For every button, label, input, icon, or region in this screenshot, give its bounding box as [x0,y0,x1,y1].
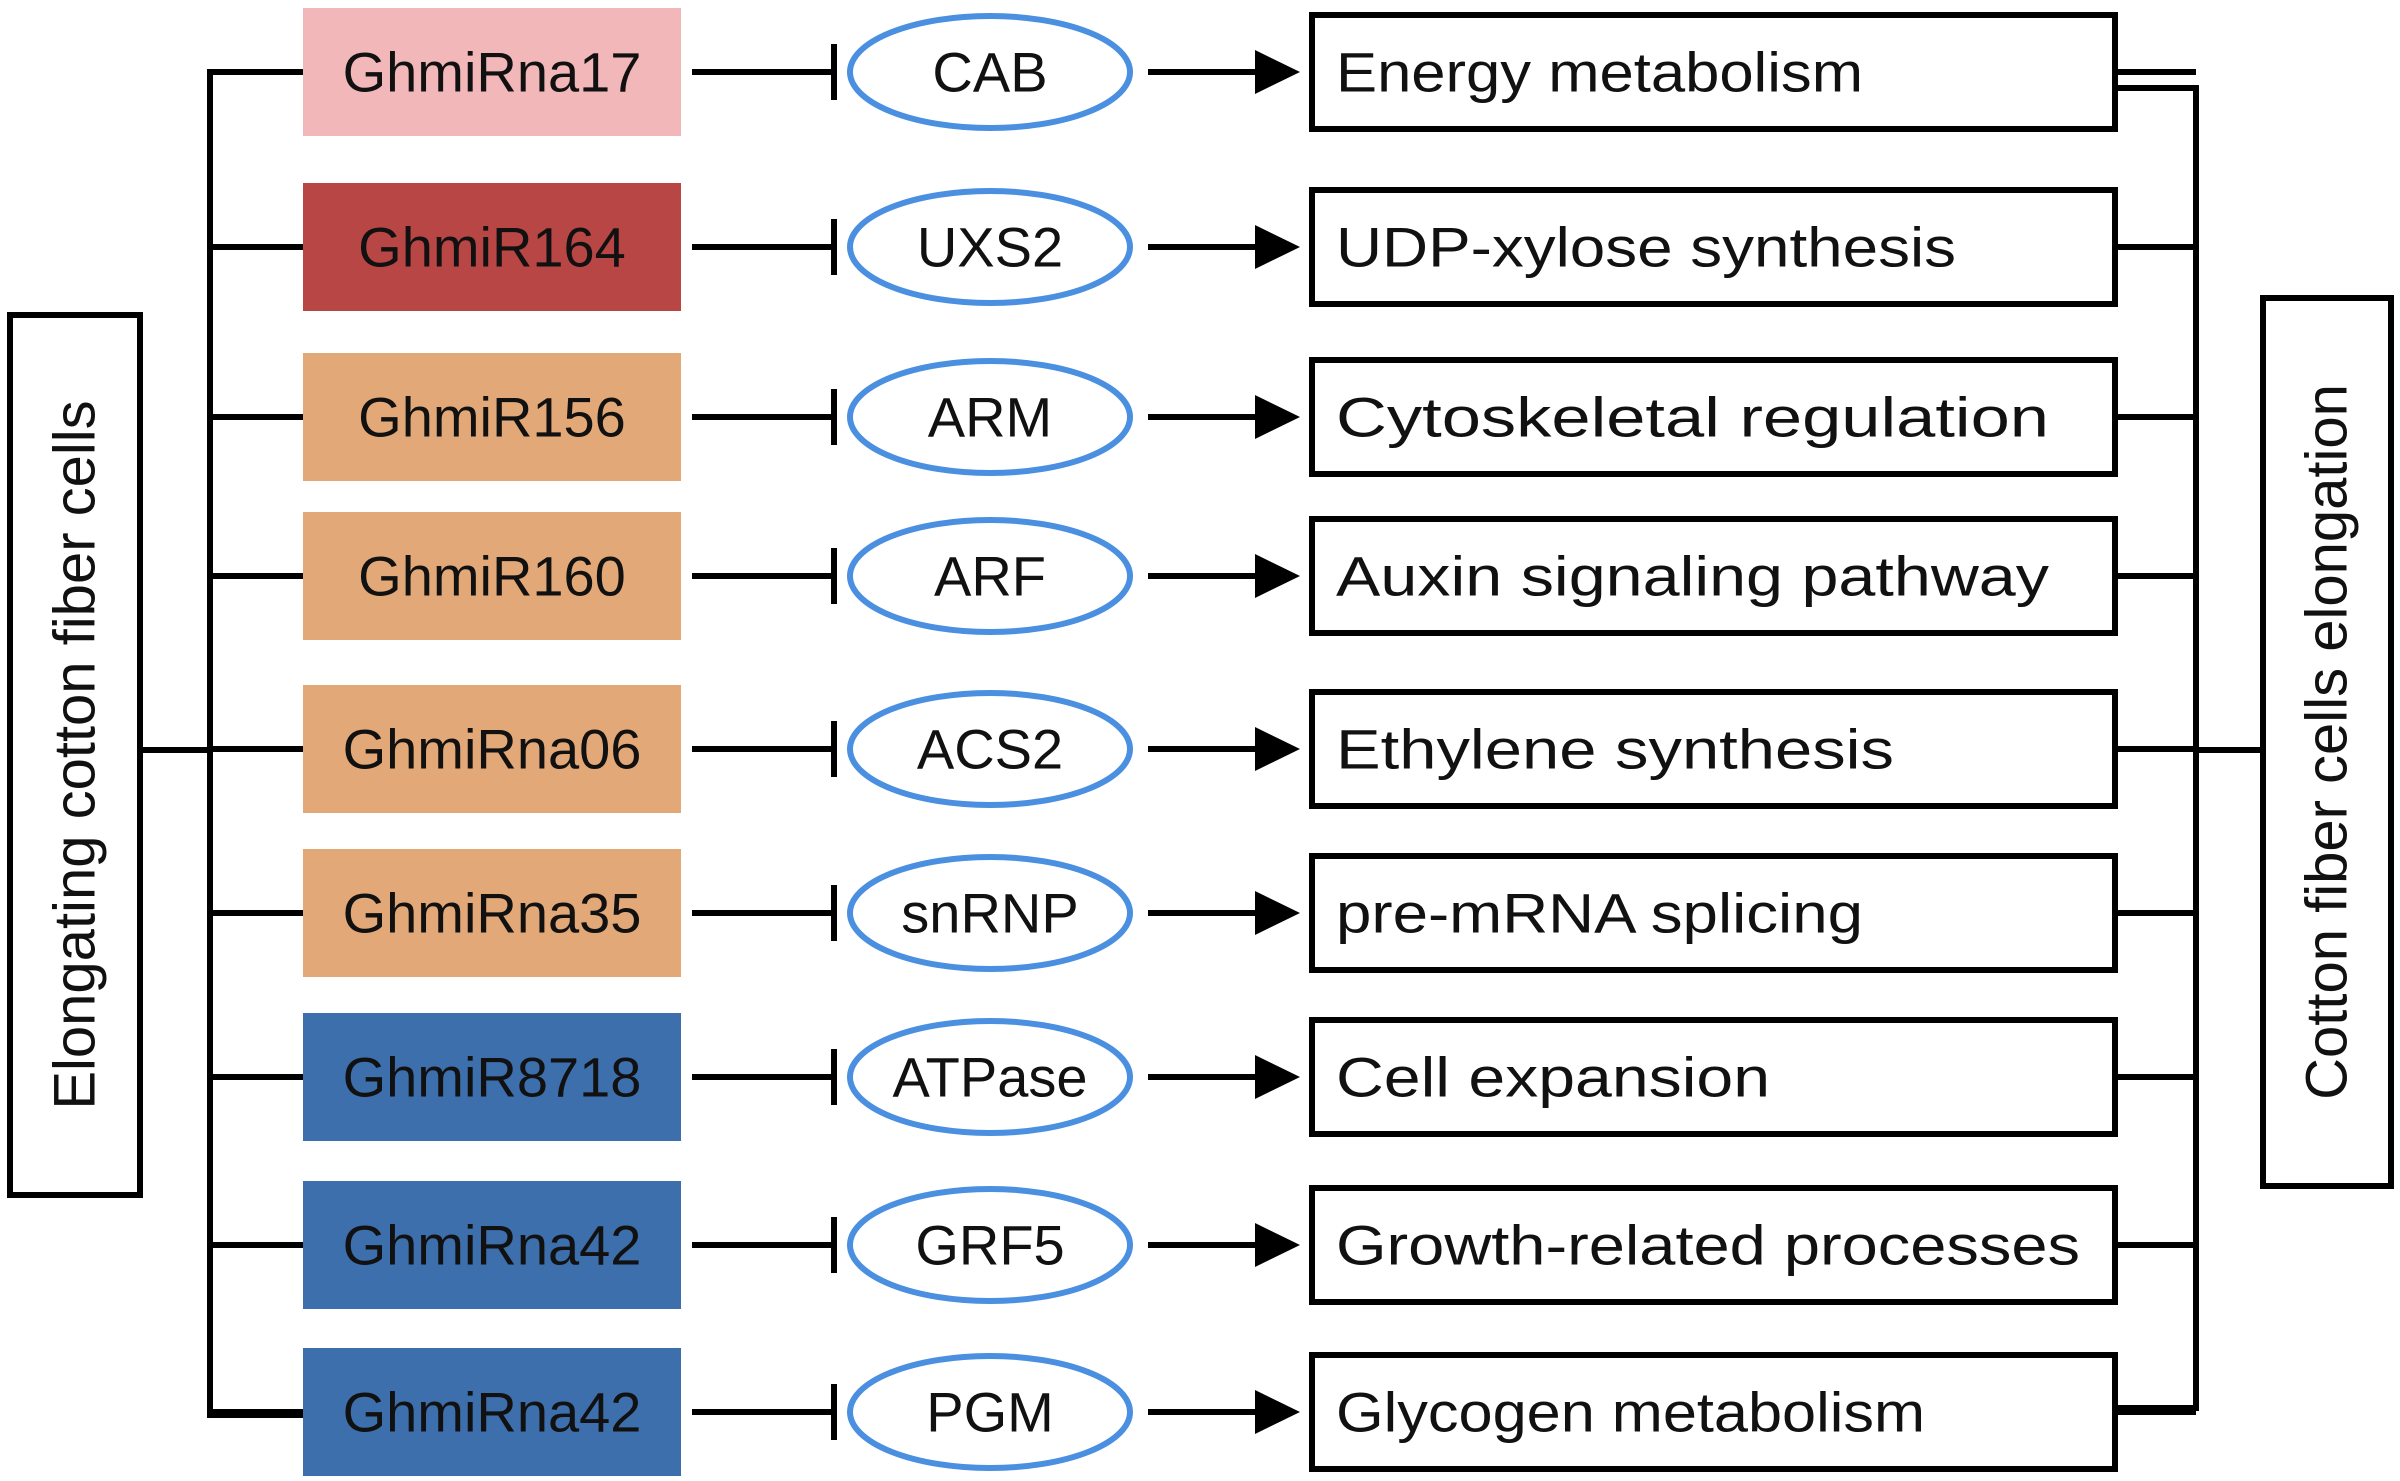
mirna-box [303,1181,681,1309]
diagram-row: GhmiRna42 GRF5 Growth-related processes [210,1181,2196,1309]
process-box [1309,357,2118,477]
gene-ellipse [847,854,1133,972]
mirna-label: GhmiRna42 [343,1381,642,1444]
activation-arrow-head [1255,225,1300,269]
activation-arrow-head [1255,891,1300,935]
gene-ellipse [847,1186,1133,1304]
process-label: Cytoskeletal regulation [1336,386,2049,449]
mirna-box [303,849,681,977]
mirna-label: GhmiR160 [358,545,626,608]
gene-ellipse [847,13,1133,131]
process-box [1309,12,2118,132]
diagram-row: GhmiR156 ARM Cytoskeletal regulation [210,353,2196,481]
gene-label: snRNP [901,882,1078,945]
gene-ellipse [847,517,1133,635]
process-box [1309,853,2118,973]
process-label: Growth-related processes [1336,1214,2080,1277]
activation-arrow-head [1255,554,1300,598]
mirna-label: GhmiRna42 [343,1214,642,1277]
mirna-box [303,353,681,481]
gene-label: CAB [932,41,1047,104]
process-label: Auxin signaling pathway [1336,545,2049,608]
gene-label: ATPase [892,1046,1087,1109]
process-label: Ethylene synthesis [1336,718,1894,781]
gene-label: ARF [934,545,1046,608]
left-bracket [207,69,303,1418]
diagram-row: GhmiRna06 ACS2 Ethylene synthesis [210,685,2196,813]
gene-ellipse [847,188,1133,306]
mirna-box [303,1013,681,1141]
diagram-row: GhmiR8718 ATPase Cell expansion [210,1013,2196,1141]
left-label-box [7,312,143,1198]
diagram-row: GhmiRna17 CAB Energy metabolism [210,8,2196,136]
mirna-label: GhmiR164 [358,216,626,279]
activation-arrow-head [1255,50,1300,94]
right-label: Cotton fiber cells elongation [2295,384,2360,1100]
mirna-label: GhmiR156 [358,386,626,449]
activation-arrow-head [1255,1223,1300,1267]
mirna-label: GhmiRna35 [343,882,642,945]
activation-arrow-head [1255,395,1300,439]
gene-ellipse [847,690,1133,808]
mirna-box [303,685,681,813]
right-label-group: Cotton fiber cells elongation [2260,295,2394,1189]
gene-label: ACS2 [917,718,1063,781]
process-box [1309,689,2118,809]
gene-label: ARM [928,386,1052,449]
gene-ellipse [847,1018,1133,1136]
mirna-box [303,183,681,311]
mirna-label: GhmiR8718 [343,1046,642,1109]
gene-label: GRF5 [915,1214,1064,1277]
gene-ellipse [847,358,1133,476]
mirna-label: GhmiRna17 [343,41,642,104]
process-label: pre-mRNA splicing [1336,882,1863,945]
diagram-row: GhmiRna42 PGM Glycogen metabolism [210,1348,2196,1476]
gene-ellipse [847,1353,1133,1471]
gene-label: PGM [926,1381,1054,1444]
process-box [1309,1017,2118,1137]
mirna-box [303,8,681,136]
gene-label: UXS2 [917,216,1063,279]
diagram-row: GhmiRna35 snRNP pre-mRNA splicing [210,849,2196,977]
activation-arrow-head [1255,1055,1300,1099]
process-box [1309,187,2118,307]
diagram-row: GhmiR160 ARF Auxin signaling pathway [210,512,2196,640]
process-label: UDP-xylose synthesis [1336,216,1956,279]
left-label-group: Elongating cotton fiber cells [7,312,143,1198]
right-label-box [2260,295,2394,1189]
mirna-label: GhmiRna06 [343,718,642,781]
process-label: Glycogen metabolism [1336,1381,1925,1444]
left-label: Elongating cotton fiber cells [43,400,108,1109]
diagram-row: GhmiR164 UXS2 UDP-xylose synthesis [210,183,2196,311]
mirna-box [303,512,681,640]
activation-arrow-head [1255,1390,1300,1434]
mirna-box [303,1348,681,1476]
process-label: Energy metabolism [1336,41,1863,104]
process-label: Cell expansion [1336,1046,1770,1109]
activation-arrow-head [1255,727,1300,771]
